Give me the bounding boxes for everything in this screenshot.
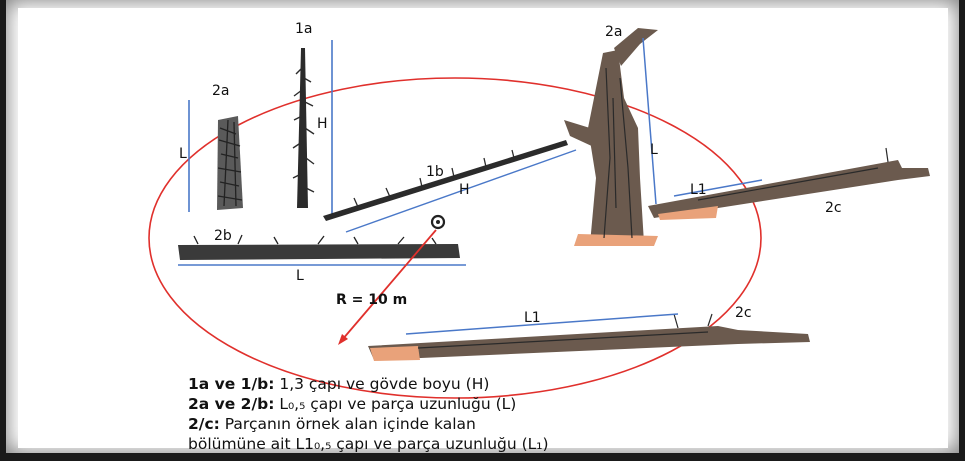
- legend-row-1: 1a ve 1/b: 1,3 çapı ve gövde boyu (H): [188, 374, 888, 394]
- legend-key: 1a ve 1/b:: [188, 375, 275, 393]
- log-2c-lower-length-label: L1: [524, 310, 541, 326]
- legend-text: bölümüne ait L1₀,₅ çapı ve parça uzunluğ…: [188, 435, 549, 453]
- log-2b-length-label: L: [296, 268, 304, 284]
- legend-row-2: 2a ve 2/b: L₀,₅ çapı ve parça uzunluğu (…: [188, 394, 888, 414]
- tree-2a-stem-icon: [217, 116, 243, 210]
- tree-2a-left-length-label: L: [179, 146, 187, 162]
- tree-2a-left-label: 2a: [212, 83, 230, 99]
- radius-arrow: [338, 229, 437, 345]
- diagram-panel: 1a H 2a L 1b H 2b L: [18, 8, 948, 453]
- plot-diagram: 1a H 2a L 1b H 2b L: [148, 21, 930, 399]
- legend-row-3: 2/c: Parçanın örnek alan içinde kalan: [188, 414, 888, 434]
- legend-text: 1,3 çapı ve gövde boyu (H): [274, 375, 490, 393]
- log-1b-icon: [323, 140, 568, 221]
- tree-1a-height-label: H: [317, 116, 328, 132]
- legend: 1a ve 1/b: 1,3 çapı ve gövde boyu (H) 2a…: [188, 374, 888, 454]
- tree-1a-label: 1a: [295, 21, 313, 37]
- snag-2a-length-line: [642, 37, 657, 205]
- log-2c-upper-icon: [648, 147, 930, 220]
- log-2c-upper-length-line: [673, 179, 763, 197]
- log-2b-label: 2b: [214, 228, 232, 244]
- legend-key: 2a ve 2/b:: [188, 395, 275, 413]
- log-2c-upper-length-label: L1: [690, 182, 707, 198]
- sample-plot-circle: [148, 77, 762, 399]
- plot-center-icon: [430, 214, 446, 230]
- snag-2a-icon: [564, 28, 658, 246]
- log-2c-lower-length-line: [405, 313, 679, 335]
- snag-2a-length-label: L: [650, 142, 658, 158]
- radius-label: R = 10 m: [336, 292, 407, 308]
- log-1b-height-line: [345, 149, 577, 233]
- legend-text: L₀,₅ çapı ve parça uzunluğu (L): [274, 395, 517, 413]
- log-2c-upper-label: 2c: [825, 200, 842, 216]
- legend-text: Parçanın örnek alan içinde kalan: [219, 415, 476, 433]
- legend-key: 2/c:: [188, 415, 220, 433]
- tree-1a-icon: [292, 48, 315, 208]
- log-2c-lower-label: 2c: [735, 305, 752, 321]
- legend-row-4: bölümüne ait L1₀,₅ çapı ve parça uzunluğ…: [188, 434, 888, 454]
- log-1b-height-label: H: [459, 182, 470, 198]
- log-2b-icon: [178, 234, 460, 260]
- snag-2a-label: 2a: [605, 24, 623, 40]
- log-1b-label: 1b: [426, 164, 444, 180]
- log-2c-lower-icon: [368, 313, 810, 361]
